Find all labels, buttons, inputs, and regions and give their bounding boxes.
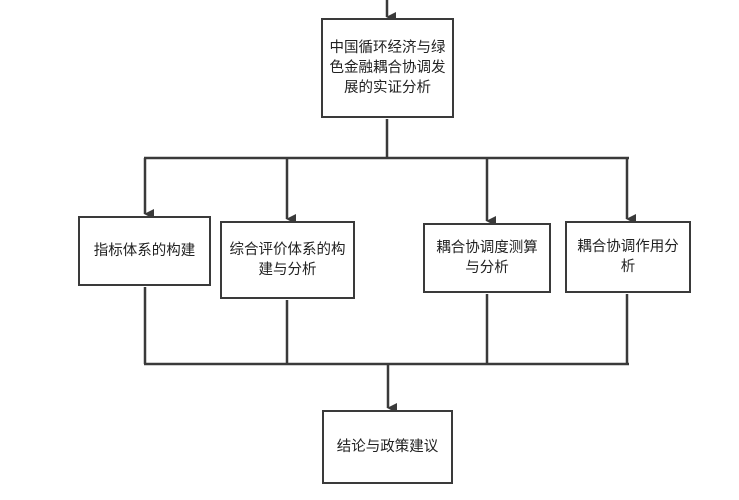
node-indicator-system-label: 指标体系的构建	[93, 243, 196, 259]
node-coupling-degree: 耦合协调度测算与分析	[423, 223, 551, 293]
node-coupling-effect: 耦合协调作用分析	[565, 221, 691, 293]
node-conclusion: 结论与政策建议	[322, 410, 453, 484]
node-comprehensive-evaluation: 综合评价体系的构建与分析	[220, 221, 355, 299]
node-indicator-system: 指标体系的构建	[78, 216, 211, 286]
node-coupling-effect-label: 耦合协调作用分析	[577, 239, 679, 275]
node-empirical-analysis-label: 中国循环经济与绿色金融耦合协调发展的实证分析	[329, 40, 446, 96]
node-empirical-analysis: 中国循环经济与绿色金融耦合协调发展的实证分析	[321, 18, 454, 118]
node-conclusion-label: 结论与政策建议	[336, 439, 439, 455]
node-coupling-degree-label: 耦合协调度测算与分析	[436, 240, 538, 276]
node-comprehensive-evaluation-label: 综合评价体系的构建与分析	[229, 242, 346, 278]
